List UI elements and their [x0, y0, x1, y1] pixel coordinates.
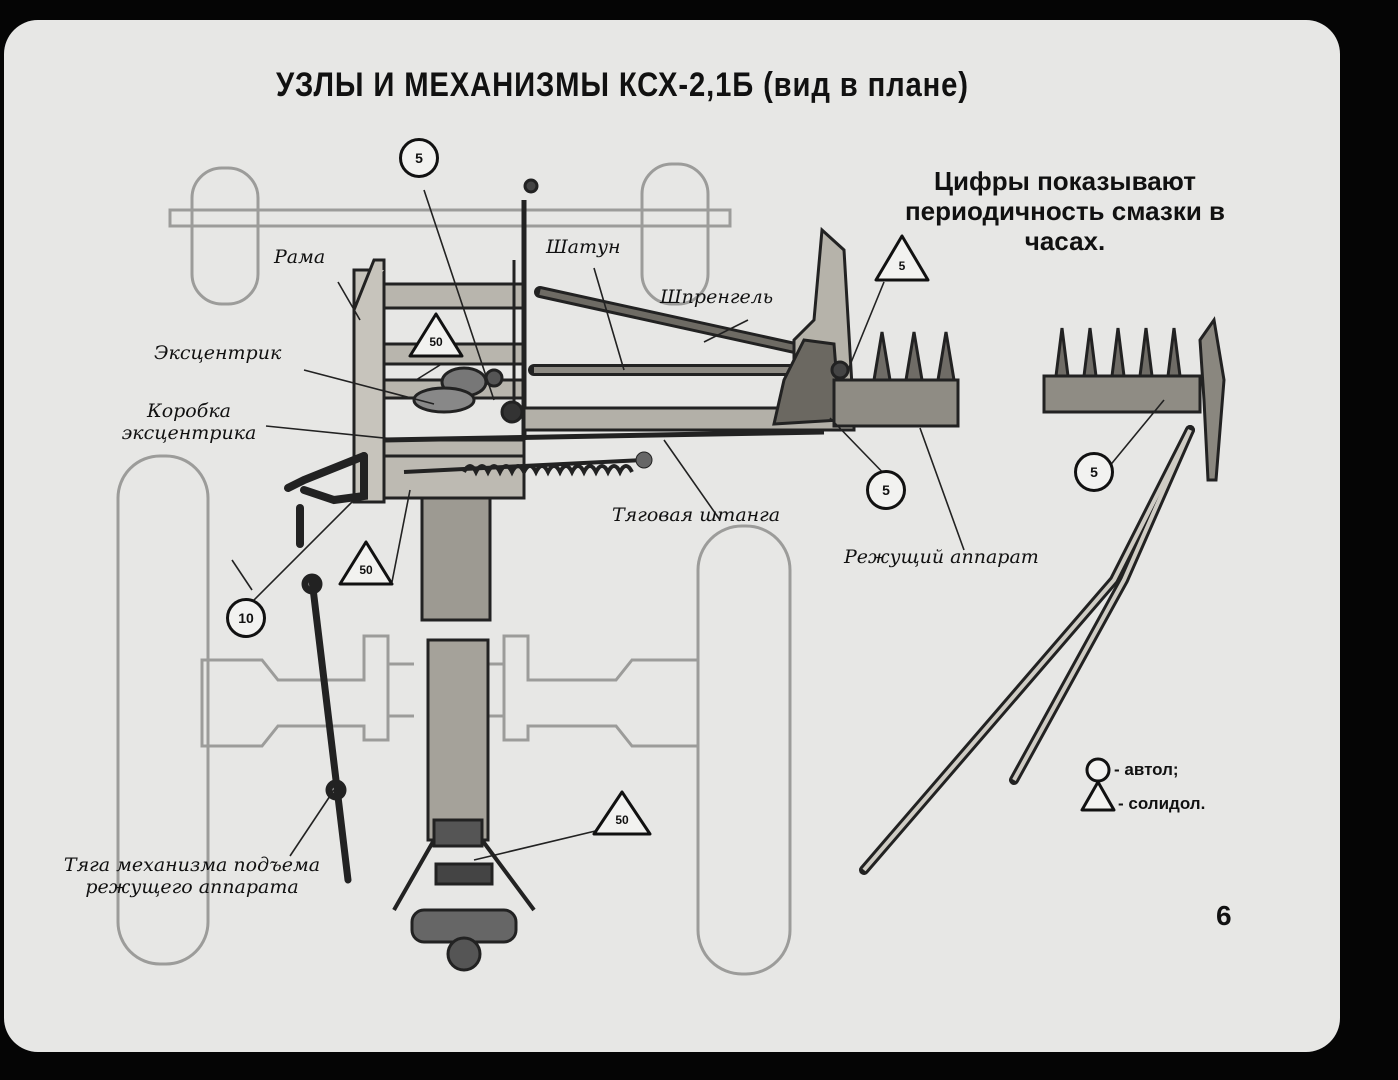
label-cutting-apparatus: Режущий аппарат: [844, 546, 1039, 568]
triangle-badge-upper: [408, 312, 464, 358]
tractor-rear-wheel-left: [116, 454, 210, 966]
triangle-badge-mid: [338, 540, 394, 586]
label-eccentric-box: Коробка эксцентрика: [121, 400, 257, 444]
label-connecting-rod: Шатун: [546, 236, 621, 258]
slide-frame: УЗЛЫ И МЕХАНИЗМЫ КСХ-2,1Б (вид в плане) …: [4, 20, 1340, 1052]
triangle-badge-upper-value: 50: [429, 335, 443, 349]
lubrication-note: Цифры показывают периодичность смазки в …: [904, 166, 1226, 256]
circle-badge-right: 5: [866, 470, 906, 510]
page-title: УЗЛЫ И МЕХАНИЗМЫ КСХ-2,1Б (вид в плане): [276, 66, 969, 104]
tractor-rear-wheel-right: [696, 524, 792, 976]
triangle-badge-top-right: [874, 234, 930, 282]
label-strut: Шпренгель: [660, 286, 774, 308]
label-frame: Рама: [274, 246, 326, 268]
triangle-badge-bottom: [592, 790, 652, 836]
label-lift-rod: Тяга механизма подъема режущего аппарата: [63, 854, 321, 898]
page-number: 6: [1216, 900, 1232, 931]
triangle-badge-mid-value: 50: [359, 563, 373, 577]
label-drawbar: Тяговая штанга: [612, 504, 781, 526]
label-eccentric: Эксцентрик: [154, 342, 282, 364]
circle-badge-far-right: 5: [1074, 452, 1114, 492]
tractor-front-wheel-right: [640, 162, 710, 306]
triangle-badge-top-right-value: 5: [898, 259, 906, 273]
triangle-badge-bottom-value: 50: [615, 813, 629, 827]
legend-triangle-icon: [1080, 780, 1116, 812]
legend-circle-icon: [1085, 757, 1111, 783]
circle-badge-top: 5: [399, 138, 439, 178]
mechanism-drawing: [116, 162, 1226, 976]
frame-upright: [352, 268, 386, 504]
circle-badge-left: 10: [226, 598, 266, 638]
rear-axle-right: [502, 634, 700, 748]
tractor-front-wheel-left: [190, 166, 260, 306]
tractor-front-axle: [168, 208, 732, 228]
rear-axle-left: [200, 634, 390, 748]
legend-circle-text: - автол;: [1114, 760, 1179, 779]
legend-triangle-text: - солидол.: [1118, 794, 1206, 813]
